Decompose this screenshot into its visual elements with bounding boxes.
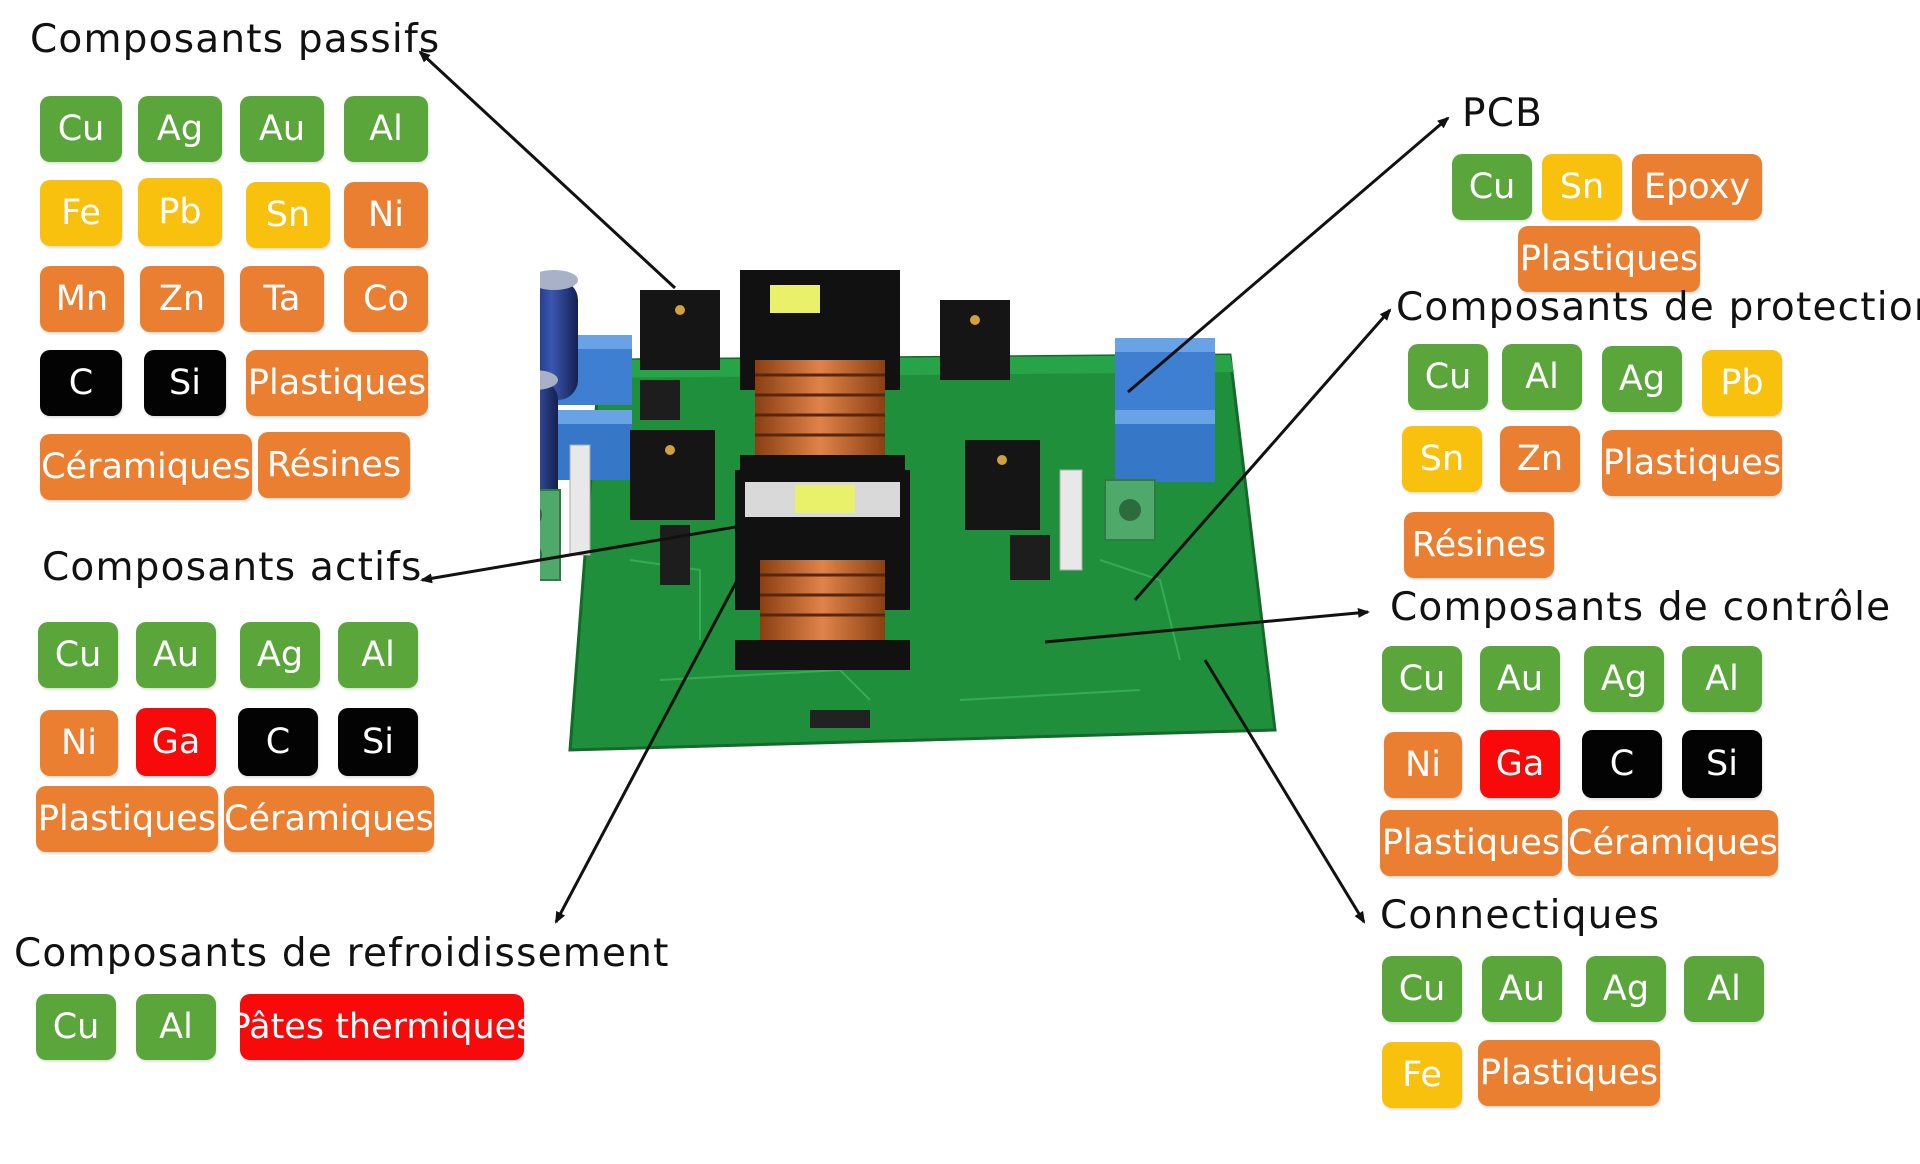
chip-ga: Ga — [1480, 730, 1560, 798]
chip-c: C — [40, 350, 122, 416]
chip-ni: Ni — [40, 710, 118, 776]
chip-ceramiques: Céramiques — [1568, 810, 1778, 876]
chip-ni: Ni — [344, 182, 428, 248]
chip-ga: Ga — [136, 708, 216, 776]
title-composants-protection: Composants de protection — [1396, 285, 1920, 330]
arrow-connectiques — [1203, 659, 1366, 924]
chip-al: Al — [136, 994, 216, 1060]
title-pcb: PCB — [1462, 91, 1544, 136]
chip-ag: Ag — [138, 96, 222, 162]
chip-cu: Cu — [40, 96, 122, 162]
chip-co: Co — [344, 266, 428, 332]
chip-cu: Cu — [1452, 154, 1532, 220]
chip-cu: Cu — [38, 622, 118, 688]
chip-c: C — [1582, 730, 1662, 798]
chip-si: Si — [338, 708, 418, 776]
chip-pb: Pb — [138, 178, 222, 246]
chip-pates-thermiques: Pâtes thermiques — [230, 994, 534, 1060]
chip-ceramiques: Céramiques — [40, 434, 252, 500]
chip-plastiques: Plastiques — [36, 786, 218, 852]
chip-plastiques: Plastiques — [1380, 810, 1562, 876]
chip-resines: Résines — [258, 432, 410, 498]
chip-sn: Sn — [1542, 154, 1622, 220]
chip-plastiques: Plastiques — [1478, 1040, 1660, 1106]
chip-al: Al — [1684, 956, 1764, 1022]
chip-cu: Cu — [1382, 646, 1462, 712]
chip-au: Au — [1480, 646, 1560, 712]
chip-pb: Pb — [1702, 350, 1782, 416]
title-composants-passifs: Composants passifs — [30, 17, 441, 62]
arrow-pcb — [1127, 116, 1450, 394]
chip-al: Al — [1502, 344, 1582, 410]
title-composants-actifs: Composants actifs — [42, 545, 423, 590]
chip-au: Au — [136, 622, 216, 688]
chip-plastiques: Plastiques — [246, 350, 428, 416]
arrow-actifs — [420, 520, 766, 584]
chip-sn: Sn — [1402, 426, 1482, 492]
arrow-protection — [1133, 308, 1392, 601]
title-composants-refroidissement: Composants de refroidissement — [14, 931, 670, 976]
chip-epoxy: Epoxy — [1632, 154, 1762, 220]
chip-ag: Ag — [1586, 956, 1666, 1022]
chip-plastiques: Plastiques — [1602, 430, 1782, 496]
arrow-passifs — [418, 50, 677, 290]
chip-zn: Zn — [140, 266, 224, 332]
chip-resines: Résines — [1404, 512, 1554, 578]
chip-ag: Ag — [240, 622, 320, 688]
chip-al: Al — [1682, 646, 1762, 712]
chip-ag: Ag — [1602, 346, 1682, 412]
chip-al: Al — [344, 96, 428, 162]
chip-c: C — [238, 708, 318, 776]
chip-si: Si — [144, 350, 226, 416]
chip-plastiques: Plastiques — [1518, 226, 1700, 292]
chip-sn: Sn — [246, 182, 330, 248]
pcb-board-image — [540, 270, 1277, 752]
chip-au: Au — [1482, 956, 1562, 1022]
chip-ag: Ag — [1584, 646, 1664, 712]
chip-fe: Fe — [40, 180, 122, 246]
chip-fe: Fe — [1382, 1042, 1462, 1108]
title-connectiques: Connectiques — [1380, 893, 1661, 938]
chip-cu: Cu — [1408, 344, 1488, 410]
chip-si: Si — [1682, 730, 1762, 798]
arrow-refroidissement — [554, 574, 742, 924]
chip-au: Au — [240, 96, 324, 162]
chip-cu: Cu — [36, 994, 116, 1060]
chip-mn: Mn — [40, 266, 124, 332]
chip-cu: Cu — [1382, 956, 1462, 1022]
chip-ni: Ni — [1384, 732, 1462, 798]
chip-ceramiques: Céramiques — [224, 786, 434, 852]
arrow-controle — [1044, 607, 1370, 644]
chip-ta: Ta — [240, 266, 324, 332]
chip-al: Al — [338, 622, 418, 688]
title-composants-controle: Composants de contrôle — [1390, 585, 1892, 630]
chip-zn: Zn — [1500, 426, 1580, 492]
